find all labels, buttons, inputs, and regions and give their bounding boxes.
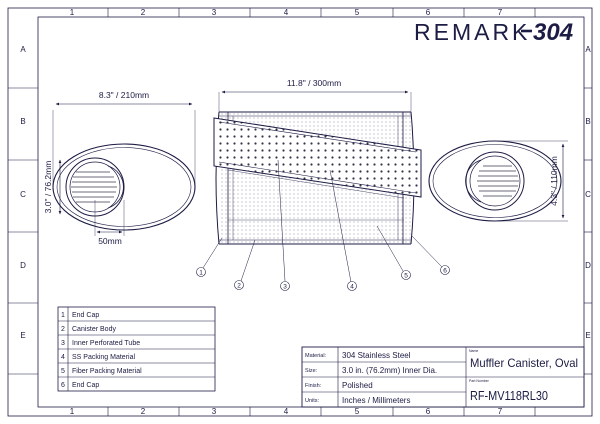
drawing-title: Muffler Canister, Oval (470, 356, 578, 370)
spec-value: Polished (342, 381, 373, 390)
part-number-cell: 6 (61, 382, 65, 389)
outer-frame (7, 7, 593, 417)
part-number-cell: 2 (61, 326, 65, 333)
part-number: RF-MV118RL30 (470, 388, 548, 403)
spec-value: 3.0 in. (76.2mm) Inner Dia. (342, 366, 437, 375)
part-name-cell: SS Packing Material (72, 354, 135, 361)
part-callouts (202, 159, 443, 283)
grid-col-label: 5 (355, 407, 360, 416)
grid-row-label: A (585, 45, 591, 54)
part-number-cell: 4 (61, 354, 65, 361)
balloon-2: 2 (237, 283, 241, 290)
dim-inlet-offset-label: 50mm (98, 236, 122, 246)
spec-value: 304 Stainless Steel (342, 351, 411, 360)
part-number-caption: Part Number (469, 379, 490, 383)
grid-col-label: 3 (212, 407, 217, 416)
grid-col-label: 1 (70, 407, 75, 416)
grid-col-label: 6 (426, 8, 431, 17)
grid-col-label: 4 (284, 407, 289, 416)
part-name-cell: End Cap (72, 382, 99, 389)
grid-row-label: E (20, 331, 25, 340)
part-name-cell: End Cap (72, 312, 99, 319)
grid-row-label: B (20, 117, 25, 126)
spec-label: Finish: (305, 383, 322, 389)
grid-col-label: 7 (498, 407, 503, 416)
right-end-view (428, 140, 562, 222)
grid-row-label: C (20, 190, 26, 199)
part-number-cell: 5 (61, 368, 65, 375)
spec-label: Units: (305, 398, 320, 404)
grid-row-label: B (585, 117, 590, 126)
dim-end-width-label: 8.3" / 210mm (99, 90, 149, 100)
grid-row-label: D (585, 261, 591, 270)
grid-col-label: 7 (498, 8, 503, 17)
dim-body-length-label: 11.8" / 300mm (287, 78, 341, 88)
grid-col-label: 4 (284, 8, 289, 17)
grid-col-label: 2 (141, 407, 146, 416)
balloon-1: 1 (199, 270, 203, 277)
grid-column-dividers (107, 8, 536, 416)
grid-col-label: 2 (141, 8, 146, 17)
part-name-cell: Fiber Packing Material (72, 368, 142, 375)
part-number-cell: 3 (61, 340, 65, 347)
spec-value: Inches / Millimeters (342, 396, 410, 405)
spec-label: Material: (305, 353, 327, 359)
balloon-3: 3 (283, 284, 287, 291)
balloon-5: 5 (404, 273, 408, 280)
dim-end-height-label: 4.3" / 110mm (549, 156, 559, 206)
grid-row-label: C (585, 190, 591, 199)
dim-inlet-offset: 50mm (94, 200, 125, 246)
grid-col-label: 5 (355, 8, 360, 17)
dim-inlet-diameter-label: 3.0" / 76.2mm (43, 161, 53, 214)
grid-col-label: 1 (70, 8, 75, 17)
balloon-6: 6 (443, 268, 447, 275)
side-section-view: 11.8" / 300mm (213, 78, 422, 245)
grid-col-label: 3 (212, 8, 217, 17)
dim-end-height: 4.3" / 110mm (498, 140, 568, 222)
balloon-4: 4 (350, 284, 354, 291)
title-block: Material: Size: Finish: Units: 304 Stain… (301, 346, 585, 408)
grid-row-label: A (20, 45, 26, 54)
spec-label: Size: (305, 368, 318, 374)
grid-row-label: E (585, 331, 590, 340)
title-name-caption: Name (469, 349, 478, 353)
parts-list: 1 End Cap 2 Canister Body 3 Inner Perfor… (57, 306, 216, 392)
dim-end-width: 8.3" / 210mm (52, 90, 196, 190)
grid-col-label: 6 (426, 407, 431, 416)
part-name-cell: Inner Perforated Tube (72, 340, 140, 347)
brand-word: REMARK (414, 19, 530, 45)
grid-row-label: D (20, 261, 26, 270)
brand-logo: REMARK 304 (414, 19, 573, 46)
grid-row-dividers (8, 87, 592, 375)
part-number-cell: 1 (61, 312, 65, 319)
part-name-cell: Canister Body (72, 326, 116, 333)
dim-inlet-diameter: 3.0" / 76.2mm (43, 159, 62, 215)
callout-balloons: 1 2 3 4 5 6 (196, 265, 450, 291)
brand-number: 304 (533, 19, 573, 46)
